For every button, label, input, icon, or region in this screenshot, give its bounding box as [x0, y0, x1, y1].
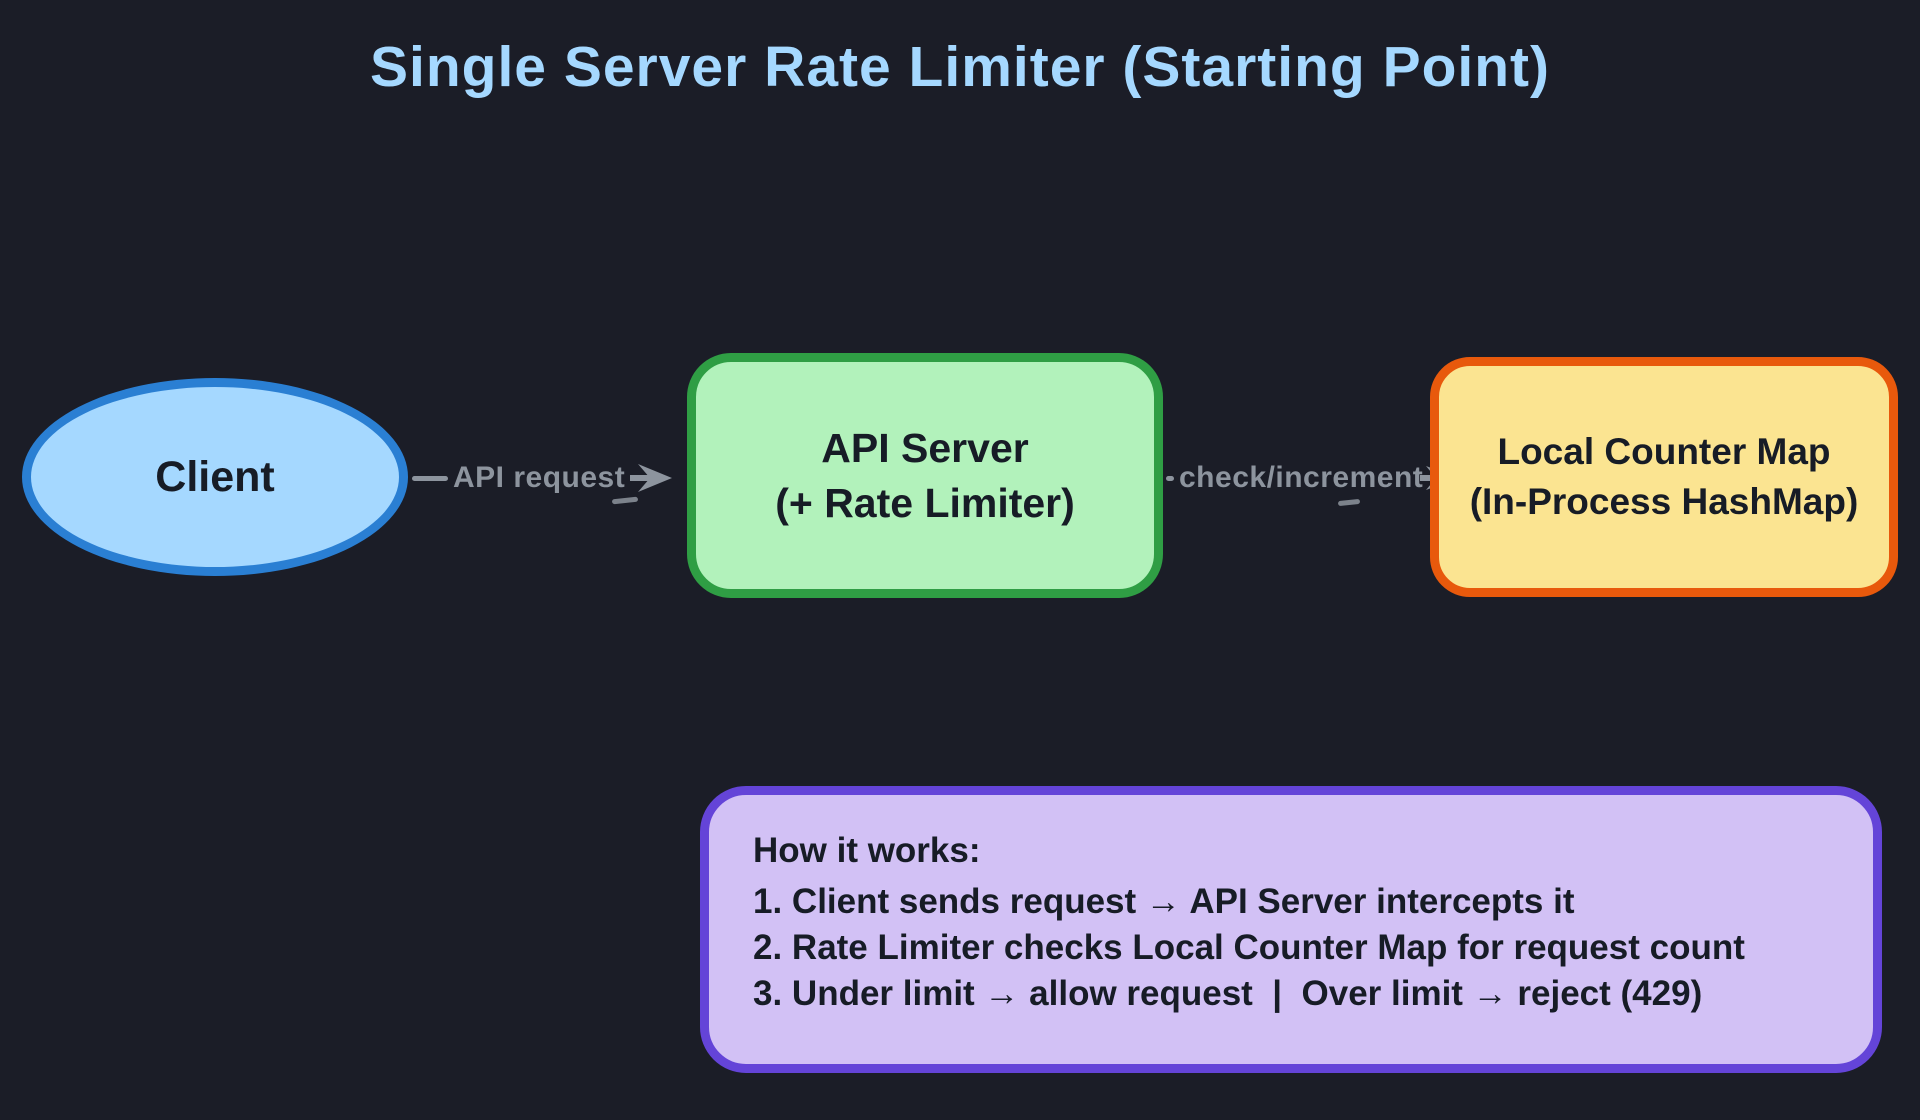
notes-heading: How it works: [753, 831, 981, 870]
node-client: Client [22, 378, 408, 576]
node-local-counter-map-line2: (In-Process HashMap) [1469, 481, 1859, 522]
node-api-server-line2: (+ Rate Limiter) [775, 479, 1075, 526]
arrow-check-increment-label: check/increment [1179, 461, 1424, 494]
node-api-server: API Server (+ Rate Limiter) [687, 353, 1163, 598]
node-local-counter-map: Local Counter Map (In-Process HashMap) [1430, 357, 1898, 597]
node-api-server-line1: API Server [821, 425, 1029, 472]
node-client-label: Client [155, 452, 275, 501]
notes-step-2: 2. Rate Limiter checks Local Counter Map… [753, 928, 1745, 968]
arrow-check-increment: check/increment [1166, 450, 1460, 506]
arrow-api-request: API request [412, 450, 674, 506]
notes-step-3: 3. Under limit → allow request | Over li… [753, 974, 1703, 1014]
arrow-api-request-label: API request [453, 461, 626, 494]
arrow-line [412, 475, 448, 481]
notes-step-1: 1. Client sends request → API Server int… [753, 882, 1575, 921]
diagram-title: Single Server Rate Limiter (Starting Poi… [369, 35, 1551, 99]
notes-box: How it works: 1. Client sends request → … [700, 786, 1882, 1073]
arrow-line [1166, 475, 1174, 481]
arrowhead-right-icon [630, 464, 673, 492]
node-local-counter-map-line1: Local Counter Map [1497, 431, 1831, 473]
